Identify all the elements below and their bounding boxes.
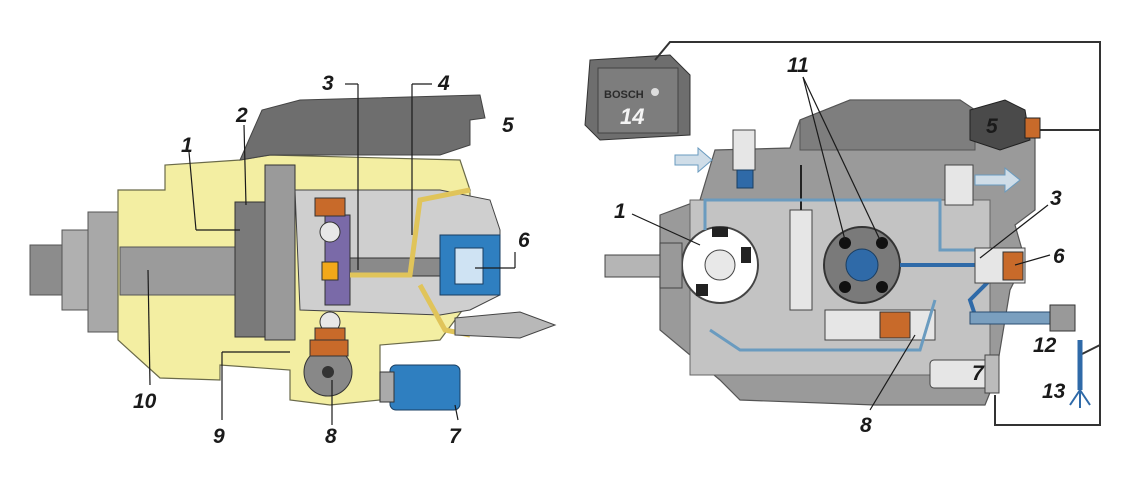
injector-nozzle xyxy=(1049,304,1076,332)
port-4 xyxy=(876,281,888,293)
label-l8: 8 xyxy=(325,425,337,448)
injector-line xyxy=(969,311,1061,325)
roller-top xyxy=(319,221,341,243)
label-l2: 2 xyxy=(235,104,248,127)
label-l5: 5 xyxy=(502,114,514,137)
label-r7: 7 xyxy=(972,362,985,385)
ecu-brand: BOSCH xyxy=(604,89,644,101)
overflow-valve xyxy=(944,164,974,206)
label-r8: 8 xyxy=(860,414,872,437)
leader-l2 xyxy=(243,124,247,206)
port-3 xyxy=(839,281,851,293)
label-l3: 3 xyxy=(322,72,334,95)
shutoff-valve xyxy=(732,129,756,171)
shaft-flange xyxy=(87,211,124,333)
timing-connector xyxy=(379,371,395,403)
label-r3: 3 xyxy=(1050,187,1062,210)
vane-a xyxy=(712,227,728,237)
leader-r3 xyxy=(979,204,1049,259)
fuel-channel xyxy=(350,187,471,278)
label-l4: 4 xyxy=(437,72,450,95)
leader-r6 xyxy=(1014,254,1051,266)
leader-l7 xyxy=(454,404,459,421)
vane-rotor xyxy=(704,249,736,281)
cam-center xyxy=(322,366,334,378)
drive-shaft xyxy=(119,246,246,296)
glow-cable xyxy=(1079,344,1101,356)
label-r1: 1 xyxy=(614,200,626,223)
label-l1: 1 xyxy=(181,134,193,157)
ecu-logo-dot xyxy=(651,88,659,96)
sensor-5 xyxy=(969,99,1031,151)
label-l9: 9 xyxy=(213,425,225,448)
leader-r11b xyxy=(802,76,881,241)
inlet-arrow xyxy=(674,146,713,174)
valve-core xyxy=(454,247,484,285)
vane-c xyxy=(696,284,708,296)
label-l6: 6 xyxy=(518,229,530,252)
top-bearing xyxy=(314,197,346,217)
outlet-fitting xyxy=(454,311,557,339)
drive-shaft-right xyxy=(604,254,661,278)
leader-r8 xyxy=(869,334,916,411)
solenoid-coil xyxy=(1002,251,1024,281)
plunger-head xyxy=(321,261,339,281)
left-pump-cutaway xyxy=(29,94,557,411)
port-2 xyxy=(876,237,888,249)
leader-l10 xyxy=(147,269,151,386)
label-l7: 7 xyxy=(449,425,462,448)
distributor-center xyxy=(845,248,879,282)
feed-pump xyxy=(264,164,296,341)
label-r12: 12 xyxy=(1033,334,1057,357)
timing-device xyxy=(389,364,461,411)
leader-l1 xyxy=(188,151,197,231)
vane-b xyxy=(741,247,751,263)
leader-r11a xyxy=(802,76,846,241)
shaft-collar xyxy=(61,229,93,311)
ecu-cable xyxy=(654,41,1101,131)
right-labels: 1 11 5 3 6 7 8 12 13 xyxy=(614,54,1066,437)
label-l10: 10 xyxy=(133,390,157,413)
timing-spring xyxy=(879,311,911,339)
return-arrow xyxy=(974,166,1021,194)
spray-pattern xyxy=(1069,388,1091,408)
label-r6: 6 xyxy=(1053,245,1065,268)
label-r11: 11 xyxy=(787,54,809,77)
fuel-line-bottom xyxy=(709,299,937,352)
ecu-number: 14 xyxy=(620,104,644,129)
leader-r1 xyxy=(631,213,701,246)
left-labels: 1 2 3 4 5 6 7 8 9 10 xyxy=(133,72,530,448)
label-r5: 5 xyxy=(986,115,998,138)
port-1 xyxy=(839,237,851,249)
fuel-line-top xyxy=(703,198,975,252)
sensor-5-plug xyxy=(1024,117,1041,139)
timing-piston xyxy=(309,339,349,357)
ecu-face xyxy=(597,67,679,134)
gear-ring xyxy=(234,201,266,338)
label-r13: 13 xyxy=(1042,380,1066,403)
shaft-hub xyxy=(659,242,683,289)
pressure-valve xyxy=(789,209,813,311)
right-pump-schematic: BOSCH 14 xyxy=(584,41,1101,426)
shutoff-core xyxy=(736,169,754,189)
sensor-7-connector xyxy=(984,354,1000,394)
sensor-cable xyxy=(994,130,1101,426)
top-cover xyxy=(239,94,486,161)
